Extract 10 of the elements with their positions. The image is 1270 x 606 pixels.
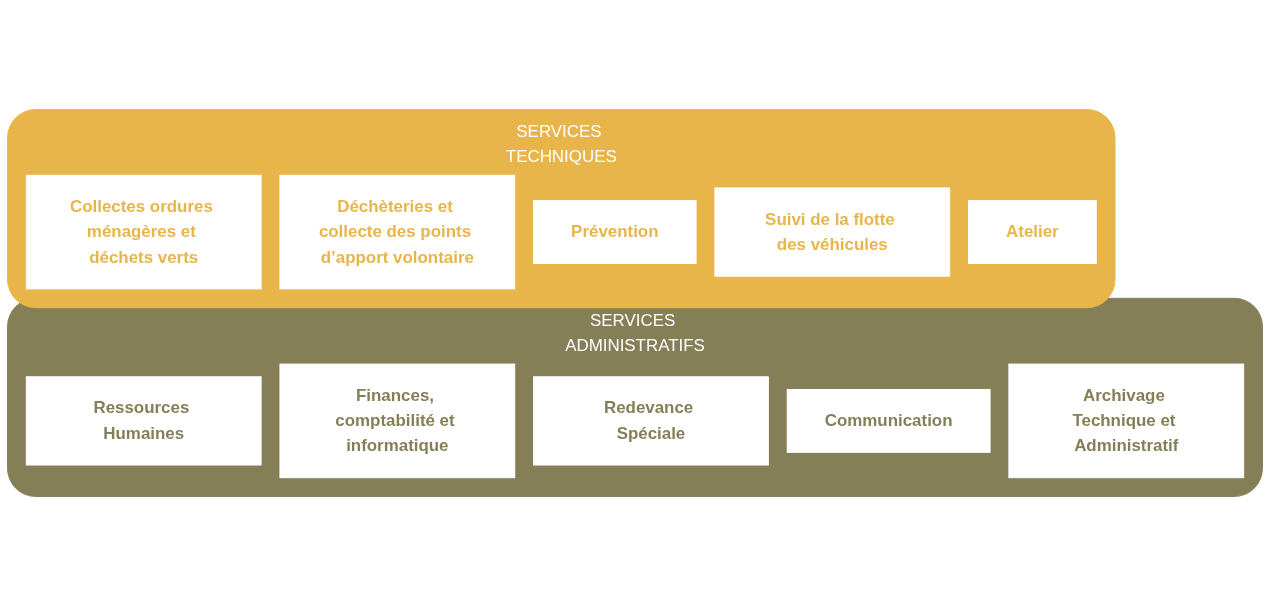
node-box: Déchèteries et collecte des points d’apport volontaire [279,174,516,290]
node-box: Archivage Technique et Administratif [1008,363,1245,479]
node-box: Finances, comptabilité et informatique [279,363,516,479]
node-box: Ressources Humaines [25,376,262,466]
node-box: Atelier [968,200,1097,265]
node-box: Suivi de la flotte des véhicules [714,187,951,277]
node-box: Prévention [533,200,697,265]
node-box: Redevance Spéciale [533,376,769,466]
node-box: Collectes ordures ménagères et déchets verts [25,174,262,290]
node-box: Communication [786,388,991,453]
